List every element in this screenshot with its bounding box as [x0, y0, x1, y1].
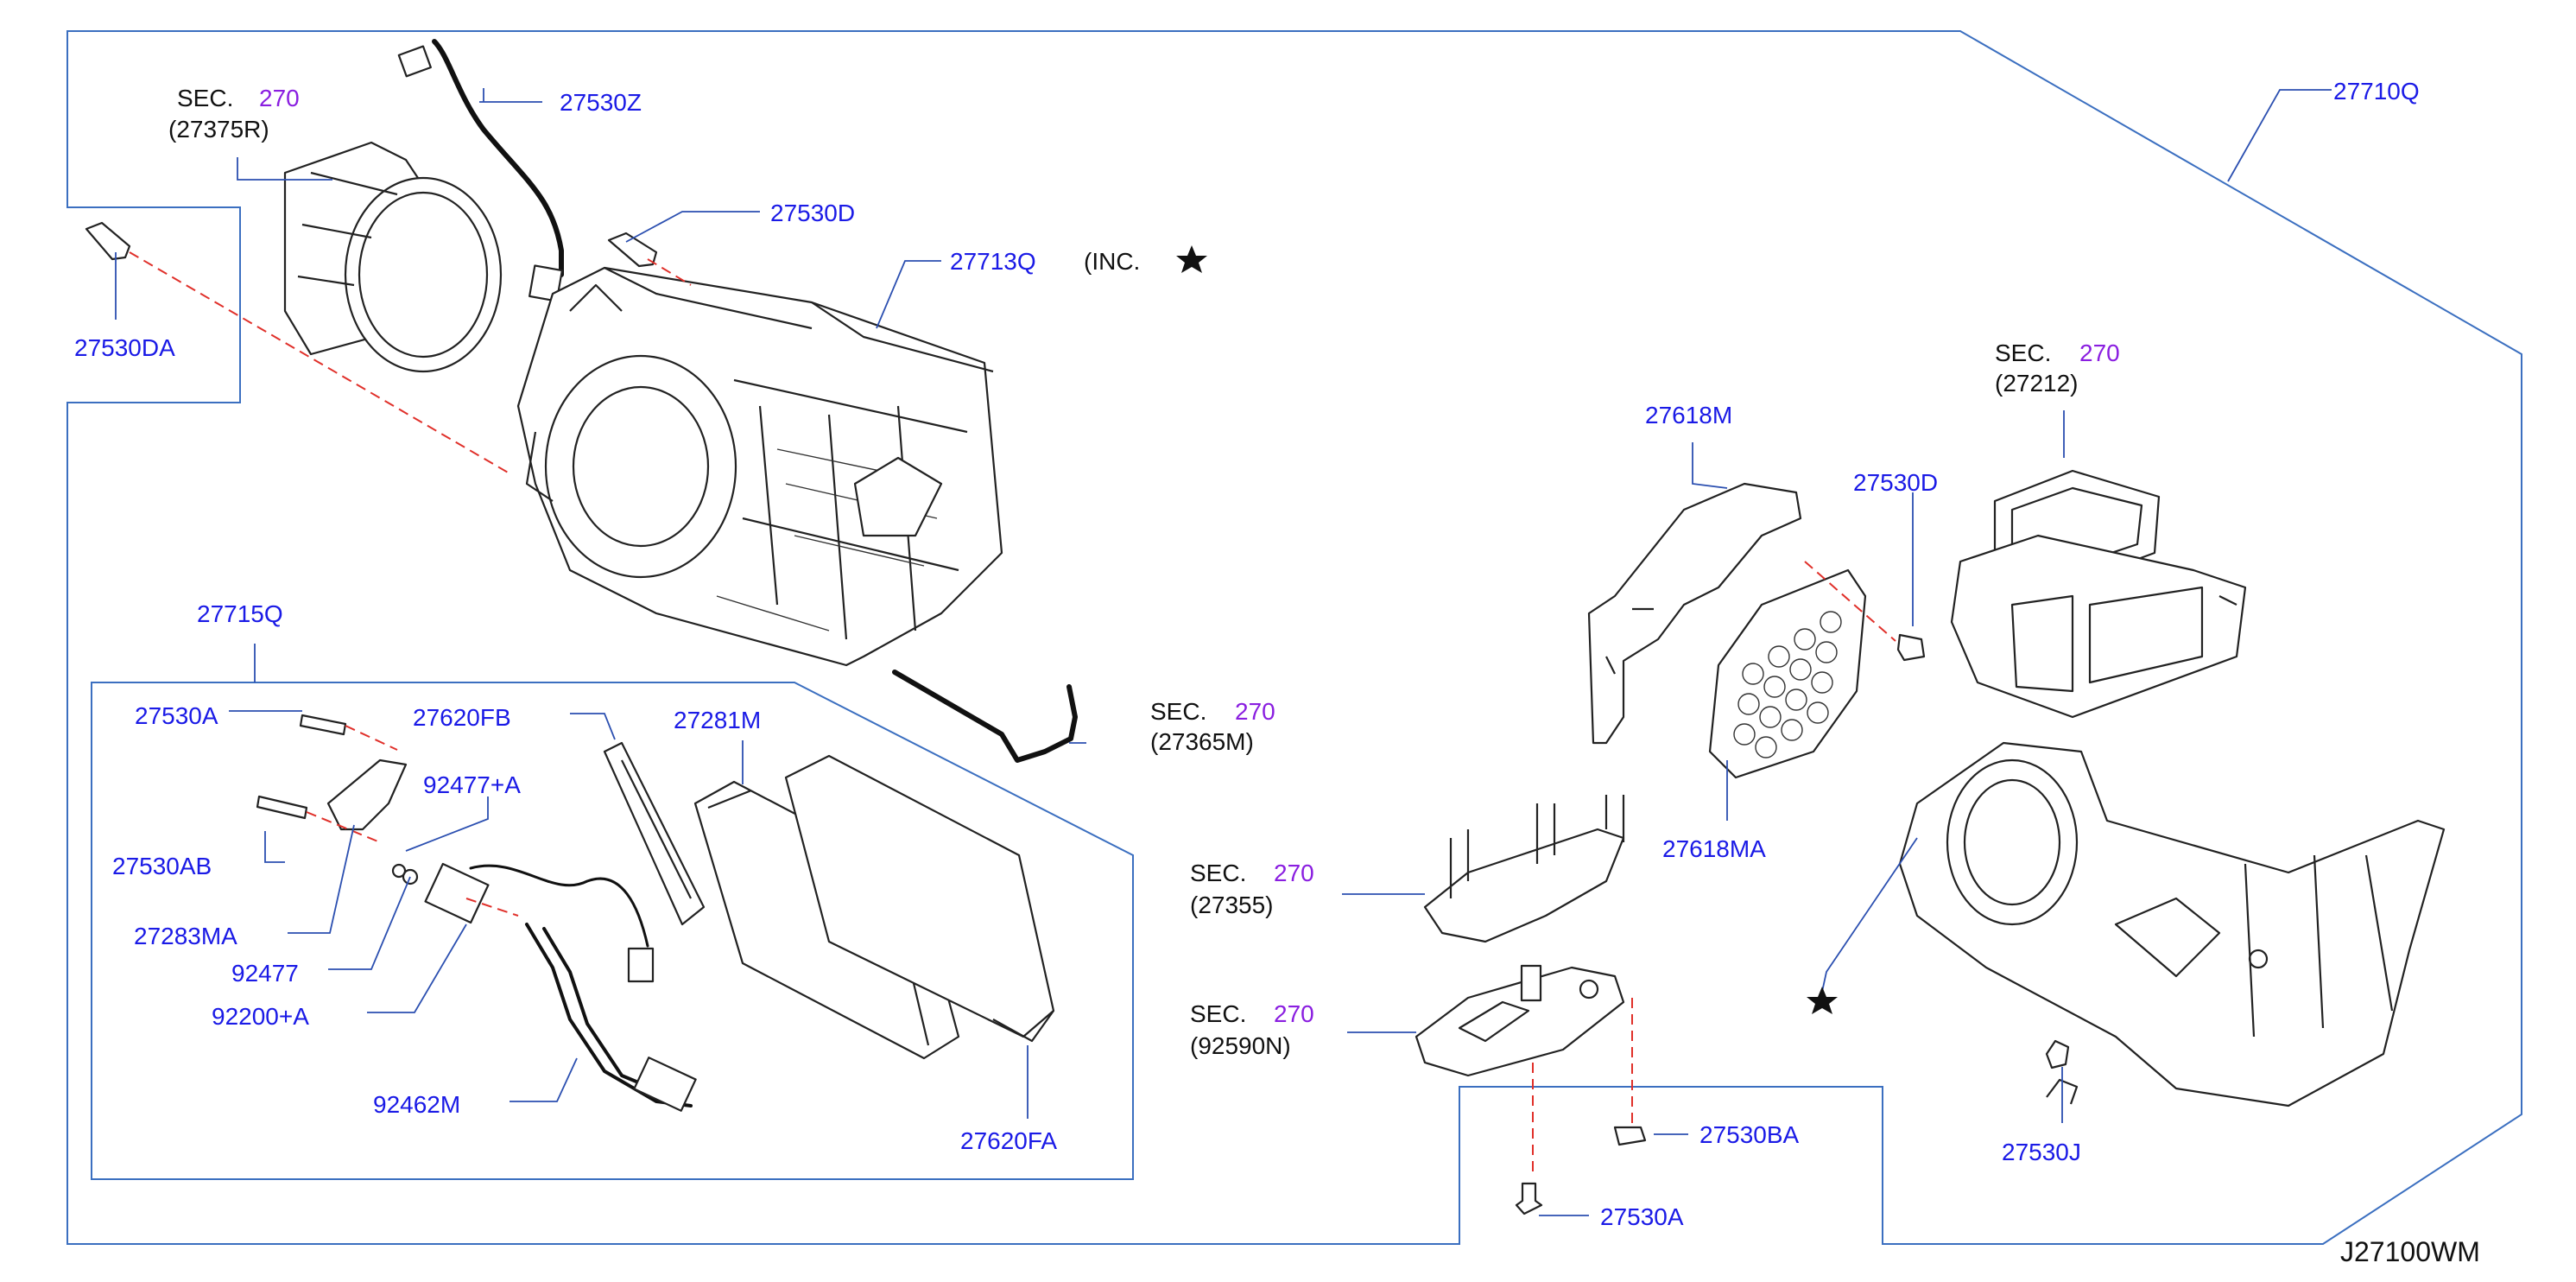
- sec-prefix-label: SEC.: [177, 85, 233, 111]
- callout-92477[interactable]: 92477: [231, 960, 299, 987]
- sec-number-link[interactable]: 270: [259, 85, 300, 111]
- sec-ref-label: (27212): [1995, 370, 2079, 397]
- callout-27530Z[interactable]: 27530Z: [560, 89, 642, 116]
- leader-lines: [115, 88, 2332, 1216]
- callout-27281M[interactable]: 27281M: [674, 707, 761, 733]
- grille-drawing: [1708, 568, 1867, 779]
- assembly-outline: [66, 30, 2522, 1245]
- callout-27620FB[interactable]: 27620FB: [413, 704, 511, 731]
- callout-27715Q[interactable]: 27715Q: [197, 600, 283, 627]
- callout-27530D-right[interactable]: 27530D: [1853, 469, 1938, 496]
- callout-92477A[interactable]: 92477+A: [423, 771, 521, 798]
- bolt-drawing: [1896, 633, 1926, 662]
- sec-number-link[interactable]: 270: [2079, 340, 2120, 366]
- bolt-bottom-drawing: [1515, 1182, 1543, 1215]
- callout-27283MA[interactable]: 27283MA: [134, 923, 237, 949]
- callout-27618MA[interactable]: 27618MA: [1662, 835, 1766, 862]
- sec-prefix-label: SEC.: [1995, 340, 2051, 366]
- sec-prefix-label: SEC.: [1190, 860, 1246, 886]
- callout-27530AB[interactable]: 27530AB: [112, 853, 212, 879]
- callout-27618M[interactable]: 27618M: [1645, 402, 1732, 428]
- callout-27710Q[interactable]: 27710Q: [2333, 78, 2420, 105]
- star-icon: [1176, 245, 1207, 273]
- sec-ref-label: (27355): [1190, 892, 1274, 918]
- sec-ref-label: (92590N): [1190, 1032, 1291, 1059]
- bolt-27530DA-drawing: [85, 221, 131, 261]
- sec-prefix-label: SEC.: [1150, 698, 1206, 725]
- diagram-code: J27100WM: [2340, 1236, 2480, 1267]
- evaporator-outline: [91, 682, 1134, 1180]
- callout-27620FA[interactable]: 27620FA: [960, 1127, 1057, 1154]
- callout-92200A[interactable]: 92200+A: [212, 1003, 309, 1030]
- sec-ref-label: (27365M): [1150, 728, 1254, 755]
- sec-number-link[interactable]: 270: [1235, 698, 1275, 725]
- sec-number-link[interactable]: 270: [1274, 1000, 1314, 1027]
- sec-ref-label: (27375R): [168, 116, 269, 143]
- inc-prefix-label: (INC.: [1084, 248, 1140, 275]
- hose-drawing: [892, 670, 1078, 763]
- callout-27530DA[interactable]: 27530DA: [74, 334, 175, 361]
- callout-92462M[interactable]: 92462M: [373, 1091, 460, 1118]
- bracket-drawing: [1415, 795, 1625, 1077]
- bolt-27530D-drawing: [607, 232, 658, 268]
- star-icon: [1807, 987, 1838, 1014]
- hidden-lines: [129, 251, 1896, 1175]
- sec-prefix-label: SEC.: [1190, 1000, 1246, 1027]
- callout-27530BA[interactable]: 27530BA: [1699, 1121, 1800, 1148]
- callout-27530A-bottom[interactable]: 27530A: [1600, 1203, 1684, 1230]
- sec-number-link[interactable]: 270: [1274, 860, 1314, 886]
- callout-27530A-left[interactable]: 27530A: [135, 702, 218, 729]
- callout-27530D-top[interactable]: 27530D: [770, 200, 855, 226]
- cover-plate-drawing: [1587, 482, 1802, 745]
- blower-case-drawing: [516, 266, 1003, 667]
- callout-27530J[interactable]: 27530J: [2002, 1139, 2081, 1165]
- evaporator-drawing: [256, 714, 1055, 1112]
- blower-motor-drawing: [283, 141, 503, 373]
- callout-27713Q[interactable]: 27713Q: [950, 248, 1036, 275]
- clip-drawing: [2045, 1039, 2070, 1069]
- duct-housing-drawing: [1898, 469, 2446, 1107]
- nut-drawing: [1613, 1126, 1647, 1146]
